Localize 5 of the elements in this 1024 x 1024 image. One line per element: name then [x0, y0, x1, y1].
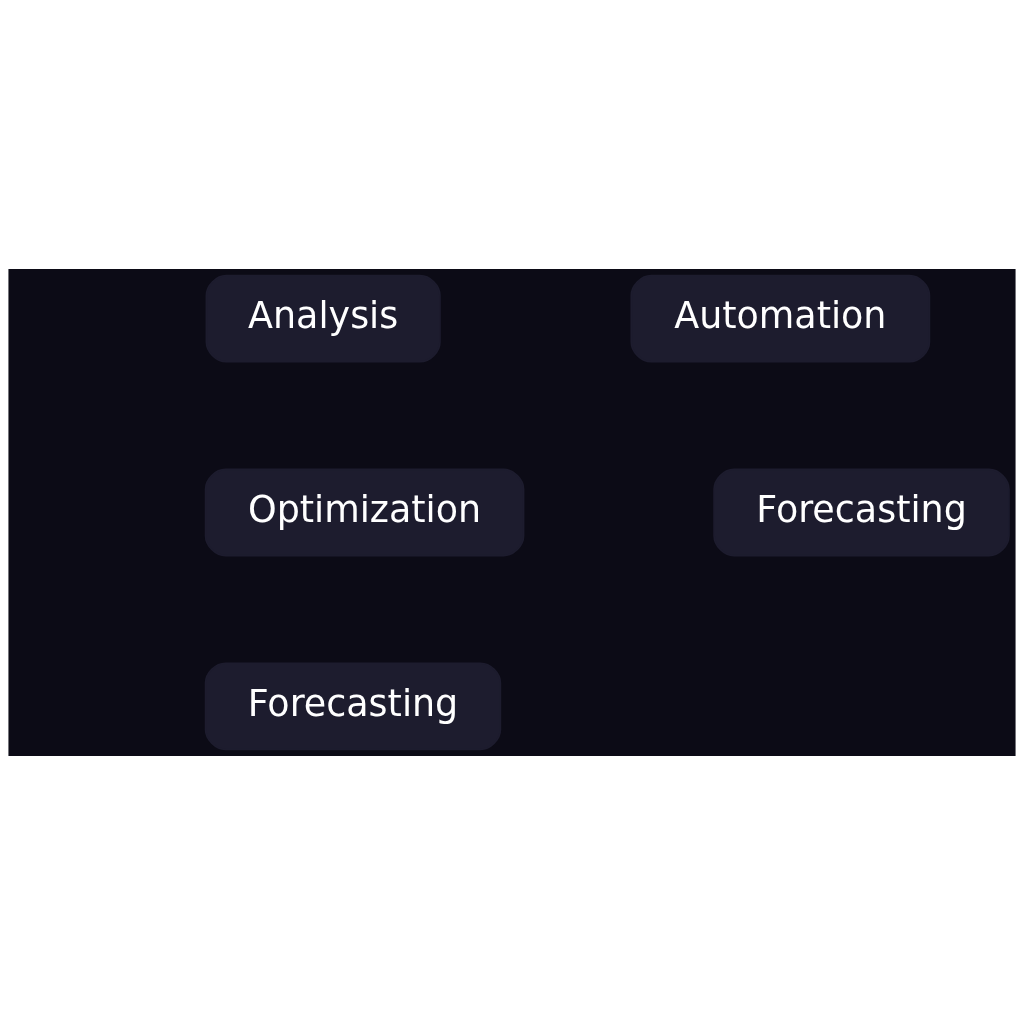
node-box: Analysis	[205, 274, 441, 363]
node-box: Optimization	[204, 468, 525, 556]
node-box: Forecasting	[204, 661, 502, 750]
node-box: Forecasting	[713, 468, 1010, 556]
node-box: Automation	[630, 274, 931, 363]
